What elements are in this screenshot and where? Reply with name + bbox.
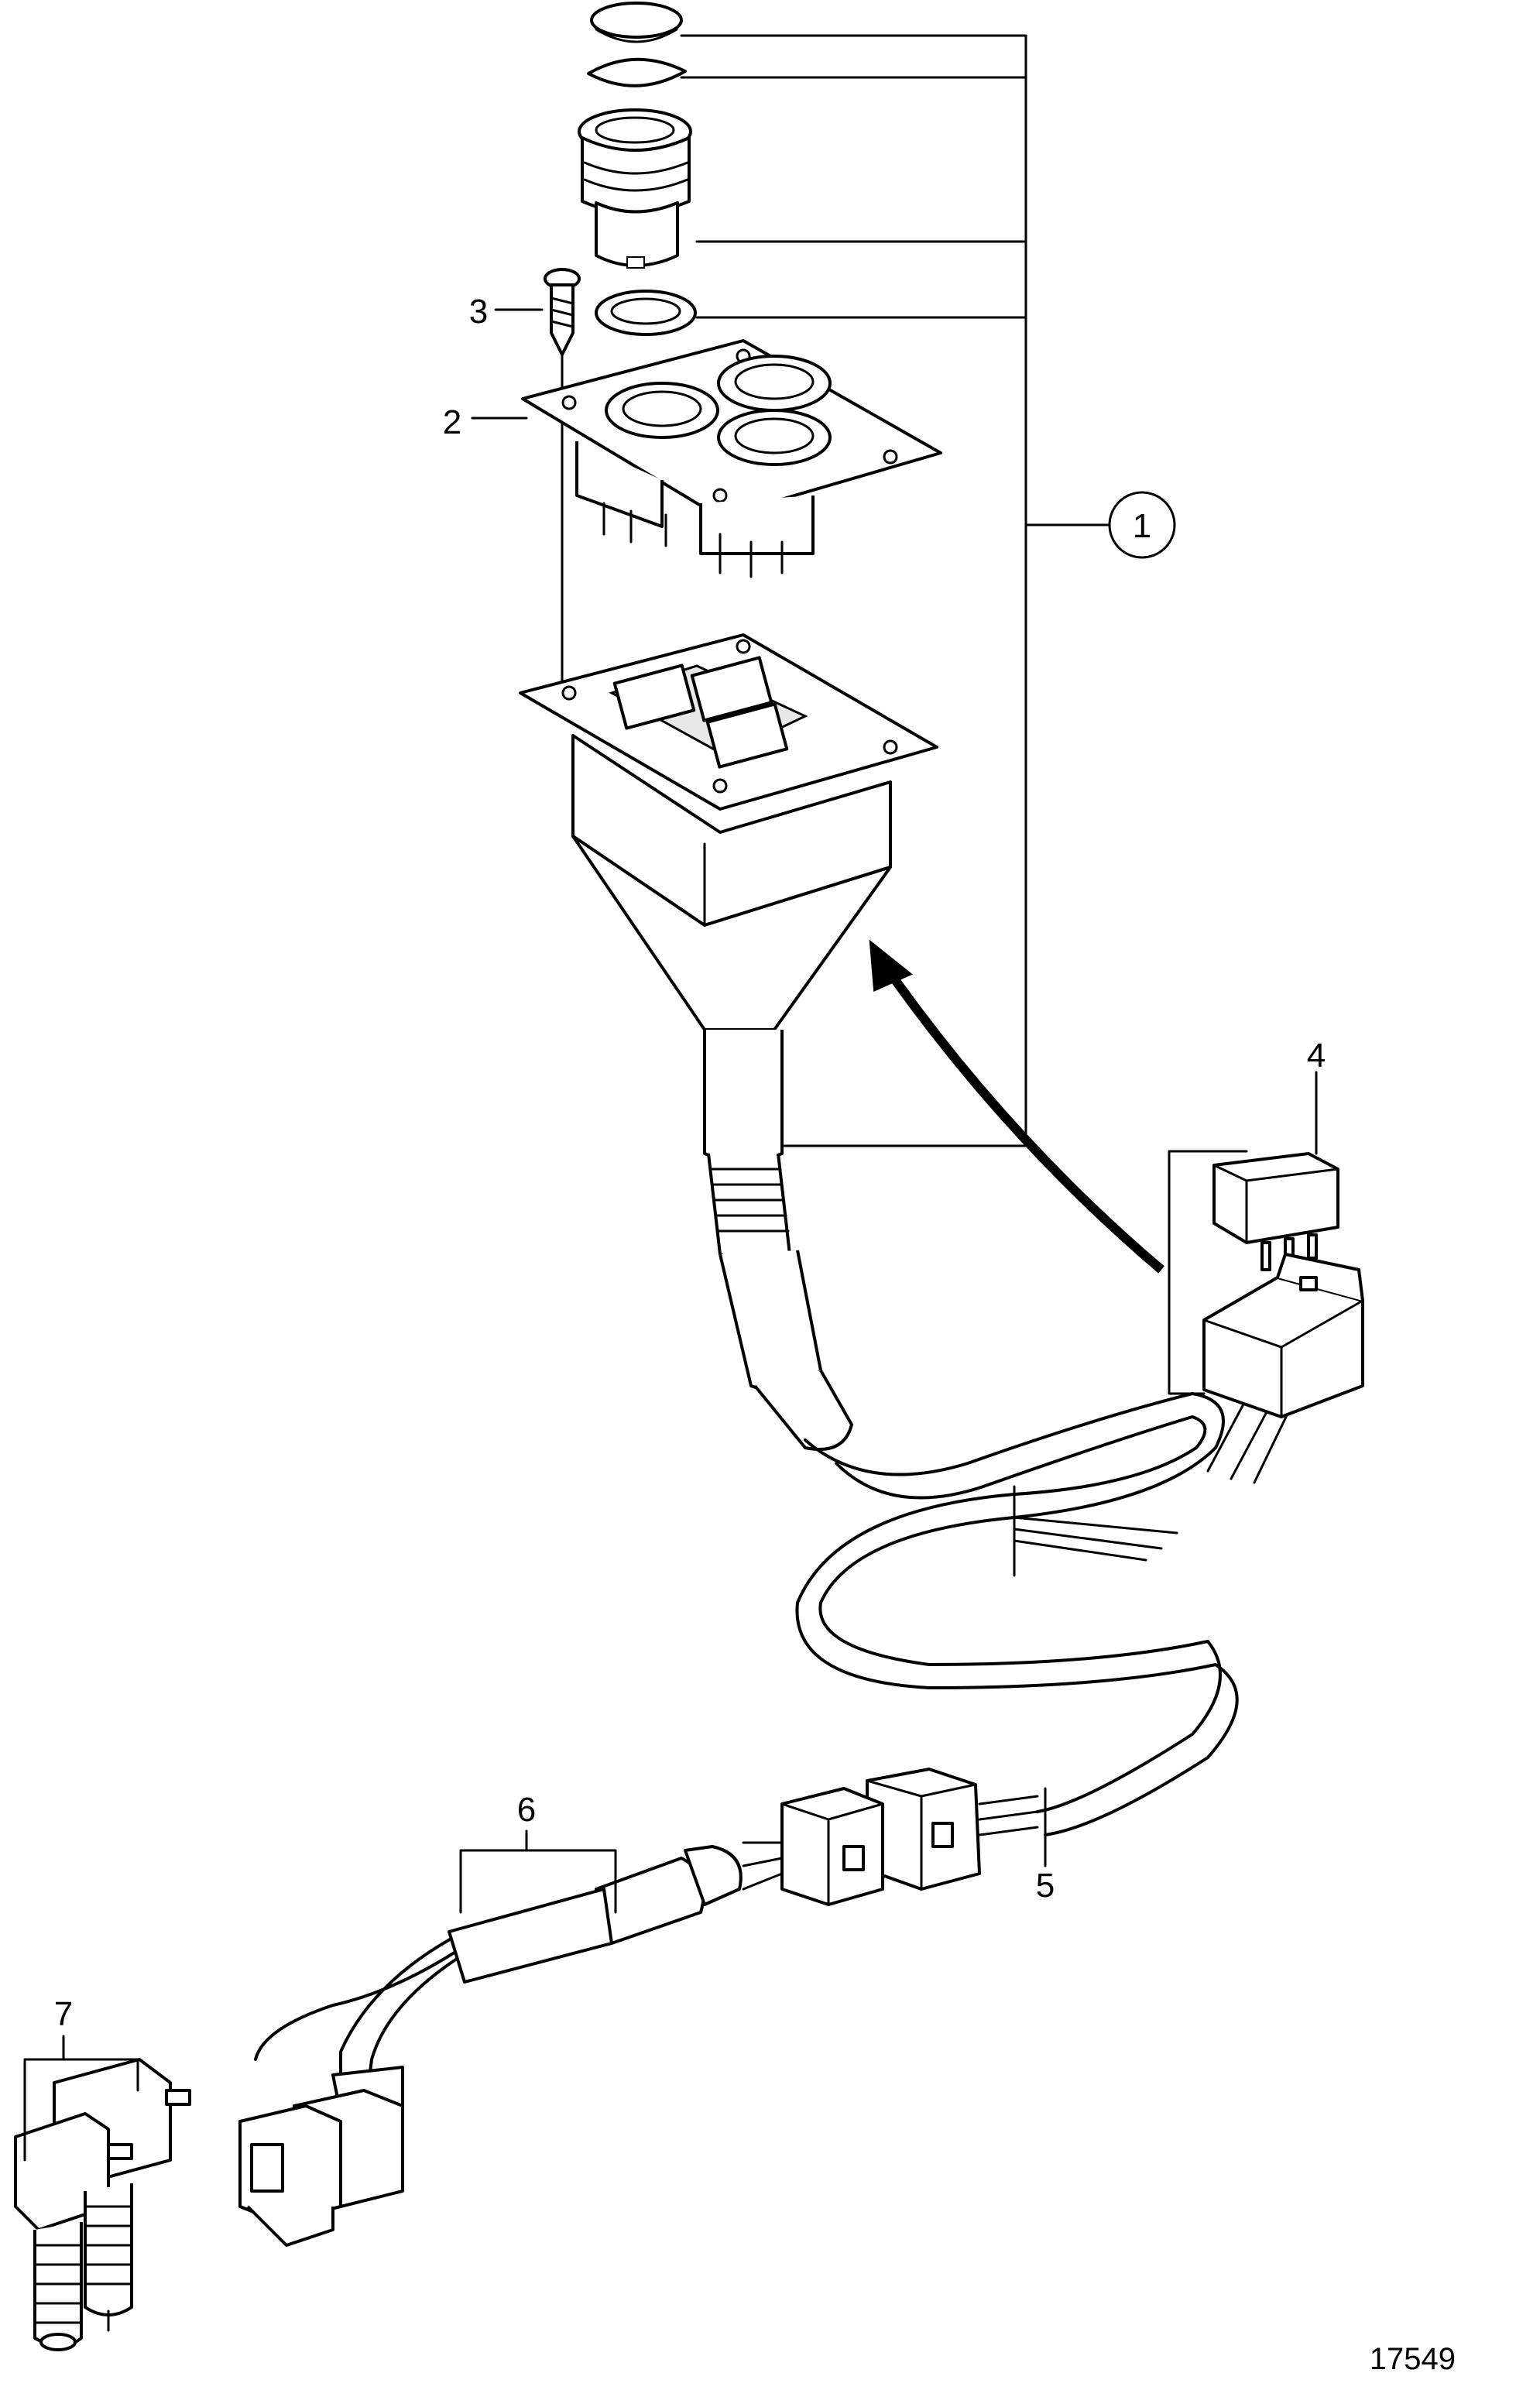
callout-4-bracket <box>1168 1150 1248 1395</box>
front-plate <box>521 339 942 578</box>
pressure-switches <box>14 2058 191 2351</box>
seal-disc <box>587 57 687 87</box>
cable-harness <box>795 1353 1310 1836</box>
callout-5-label: 5 <box>1036 1867 1055 1905</box>
switch-housing <box>578 108 692 269</box>
callout-leaders <box>23 308 1318 2162</box>
callout-6-label: 6 <box>517 1791 536 1829</box>
callout-1-bracket <box>680 34 1176 1147</box>
callout-4-label: 4 <box>1307 1037 1326 1075</box>
callout-7-label: 7 <box>54 1995 73 2033</box>
cable-sleeve <box>254 1845 743 2092</box>
relay-socket <box>1202 1253 1364 1418</box>
inline-connector <box>742 1768 1039 1906</box>
pressure-switch-plugs <box>238 2066 404 2247</box>
callout-3-label: 3 <box>469 293 488 331</box>
direction-arrow <box>869 939 1164 1274</box>
relay <box>1212 1152 1339 1271</box>
figure-number: 17549 <box>1370 2342 1456 2376</box>
screw <box>544 268 581 683</box>
switch-cap <box>590 2 683 43</box>
o-ring <box>595 290 697 336</box>
cable-stem <box>703 1030 853 1451</box>
callout-1-label: 1 <box>1133 507 1151 545</box>
callout-1-circle <box>1108 491 1176 559</box>
callout-2-label: 2 <box>443 403 461 441</box>
panel-box <box>519 633 938 1031</box>
